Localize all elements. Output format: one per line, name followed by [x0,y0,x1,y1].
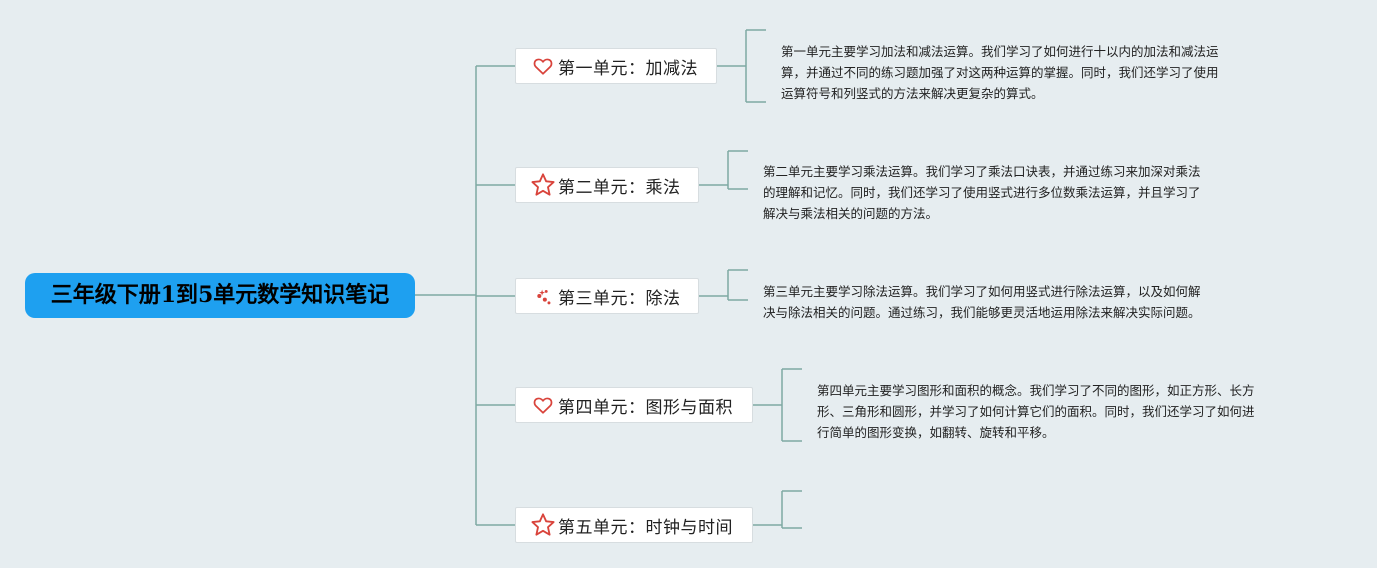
note-line: 第一单元主要学习加法和减法运算。我们学习了如何进行十以内的加法和减法运 [781,44,1219,59]
unit-note-4[interactable]: 第四单元主要学习图形和面积的概念。我们学习了不同的图形，如正方形、长方 形、三角… [817,380,1255,443]
unit-label: 第三单元：除法 [558,288,681,309]
star-icon [530,512,556,538]
note-line: 算，并通过不同的练习题加强了对这两种运算的掌握。同时，我们还学习了使用 [781,65,1219,80]
unit-note-1[interactable]: 第一单元主要学习加法和减法运算。我们学习了如何进行十以内的加法和减法运 算，并通… [781,41,1219,104]
root-title: 三年级下册1到5单元数学知识笔记 [50,282,390,308]
note-line: 解决与乘法相关的问题的方法。 [763,206,939,221]
note-line: 决与除法相关的问题。通过练习，我们能够更灵活地运用除法来解决实际问题。 [763,305,1201,320]
note-line: 第四单元主要学习图形和面积的概念。我们学习了不同的图形，如正方形、长方 [817,383,1255,398]
note-line: 形、三角形和圆形，并学习了如何计算它们的面积。同时，我们还学习了如何进 [817,404,1255,419]
star-icon [530,172,556,198]
unit-node-3[interactable]: 第三单元：除法 [515,278,699,314]
note-line: 的理解和记忆。同时，我们还学习了使用竖式进行多位数乘法运算，并且学习了 [763,185,1201,200]
heart-icon [530,53,556,79]
unit-node-1[interactable]: 第一单元：加减法 [515,48,717,84]
sparkle-icon [530,283,556,309]
note-line: 运算符号和列竖式的方法来解决更复杂的算式。 [781,86,1044,101]
unit-label: 第二单元：乘法 [558,177,681,198]
unit-node-4[interactable]: 第四单元：图形与面积 [515,387,753,423]
unit-note-3[interactable]: 第三单元主要学习除法运算。我们学习了如何用竖式进行除法运算，以及如何解 决与除法… [763,281,1201,323]
note-line: 第三单元主要学习除法运算。我们学习了如何用竖式进行除法运算，以及如何解 [763,284,1201,299]
heart-icon [530,392,556,418]
note-line: 行简单的图形变换，如翻转、旋转和平移。 [817,425,1055,440]
unit-label: 第一单元：加减法 [558,58,698,79]
unit-label: 第四单元：图形与面积 [558,397,733,418]
unit-node-5[interactable]: 第五单元：时钟与时间 [515,507,753,543]
unit-label: 第五单元：时钟与时间 [558,517,733,538]
unit-note-2[interactable]: 第二单元主要学习乘法运算。我们学习了乘法口诀表，并通过练习来加深对乘法 的理解和… [763,161,1201,224]
note-line: 第二单元主要学习乘法运算。我们学习了乘法口诀表，并通过练习来加深对乘法 [763,164,1201,179]
unit-node-2[interactable]: 第二单元：乘法 [515,167,699,203]
root-topic[interactable]: 三年级下册1到5单元数学知识笔记 [25,273,415,318]
